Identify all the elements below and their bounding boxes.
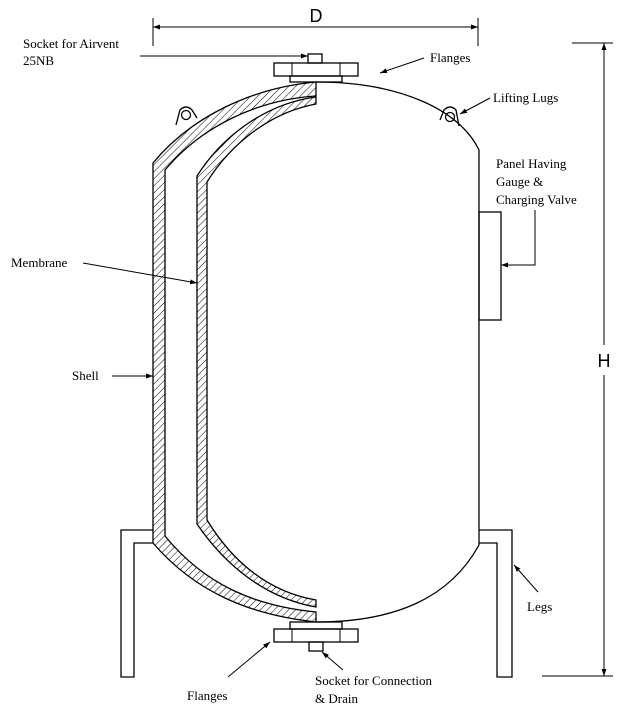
label-airvent-line1: Socket for Airvent xyxy=(23,36,119,51)
label-lifting-lugs: Lifting Lugs xyxy=(493,90,558,105)
dimension-h: H xyxy=(542,42,614,677)
bottom-flange xyxy=(273,621,359,652)
top-flange xyxy=(273,53,359,83)
lifting-lug-left xyxy=(175,106,198,126)
label-panel-line1: Panel Having xyxy=(496,156,567,171)
legs xyxy=(120,529,513,678)
label-shell: Shell xyxy=(72,368,99,383)
gauge-panel xyxy=(478,211,502,321)
label-membrane: Membrane xyxy=(11,255,68,270)
dimension-h-label: H xyxy=(598,351,611,371)
label-panel-line3: Charging Valve xyxy=(496,192,577,207)
label-airvent-line2: 25NB xyxy=(23,53,54,68)
lifting-lug-right xyxy=(439,106,460,127)
vessel-right-half xyxy=(315,81,480,623)
label-flanges-bottom: Flanges xyxy=(187,688,227,703)
shell-section xyxy=(152,81,317,623)
dimension-d: D xyxy=(152,6,479,46)
label-legs: Legs xyxy=(527,599,552,614)
label-flanges-top: Flanges xyxy=(430,50,470,65)
membrane-section xyxy=(196,96,317,608)
label-socket-drain-line1: Socket for Connection xyxy=(315,673,432,688)
label-socket-drain-line2: & Drain xyxy=(315,691,358,706)
leader-lines xyxy=(82,53,539,678)
dimension-d-label: D xyxy=(310,6,323,26)
label-panel-line2: Gauge & xyxy=(496,174,543,189)
